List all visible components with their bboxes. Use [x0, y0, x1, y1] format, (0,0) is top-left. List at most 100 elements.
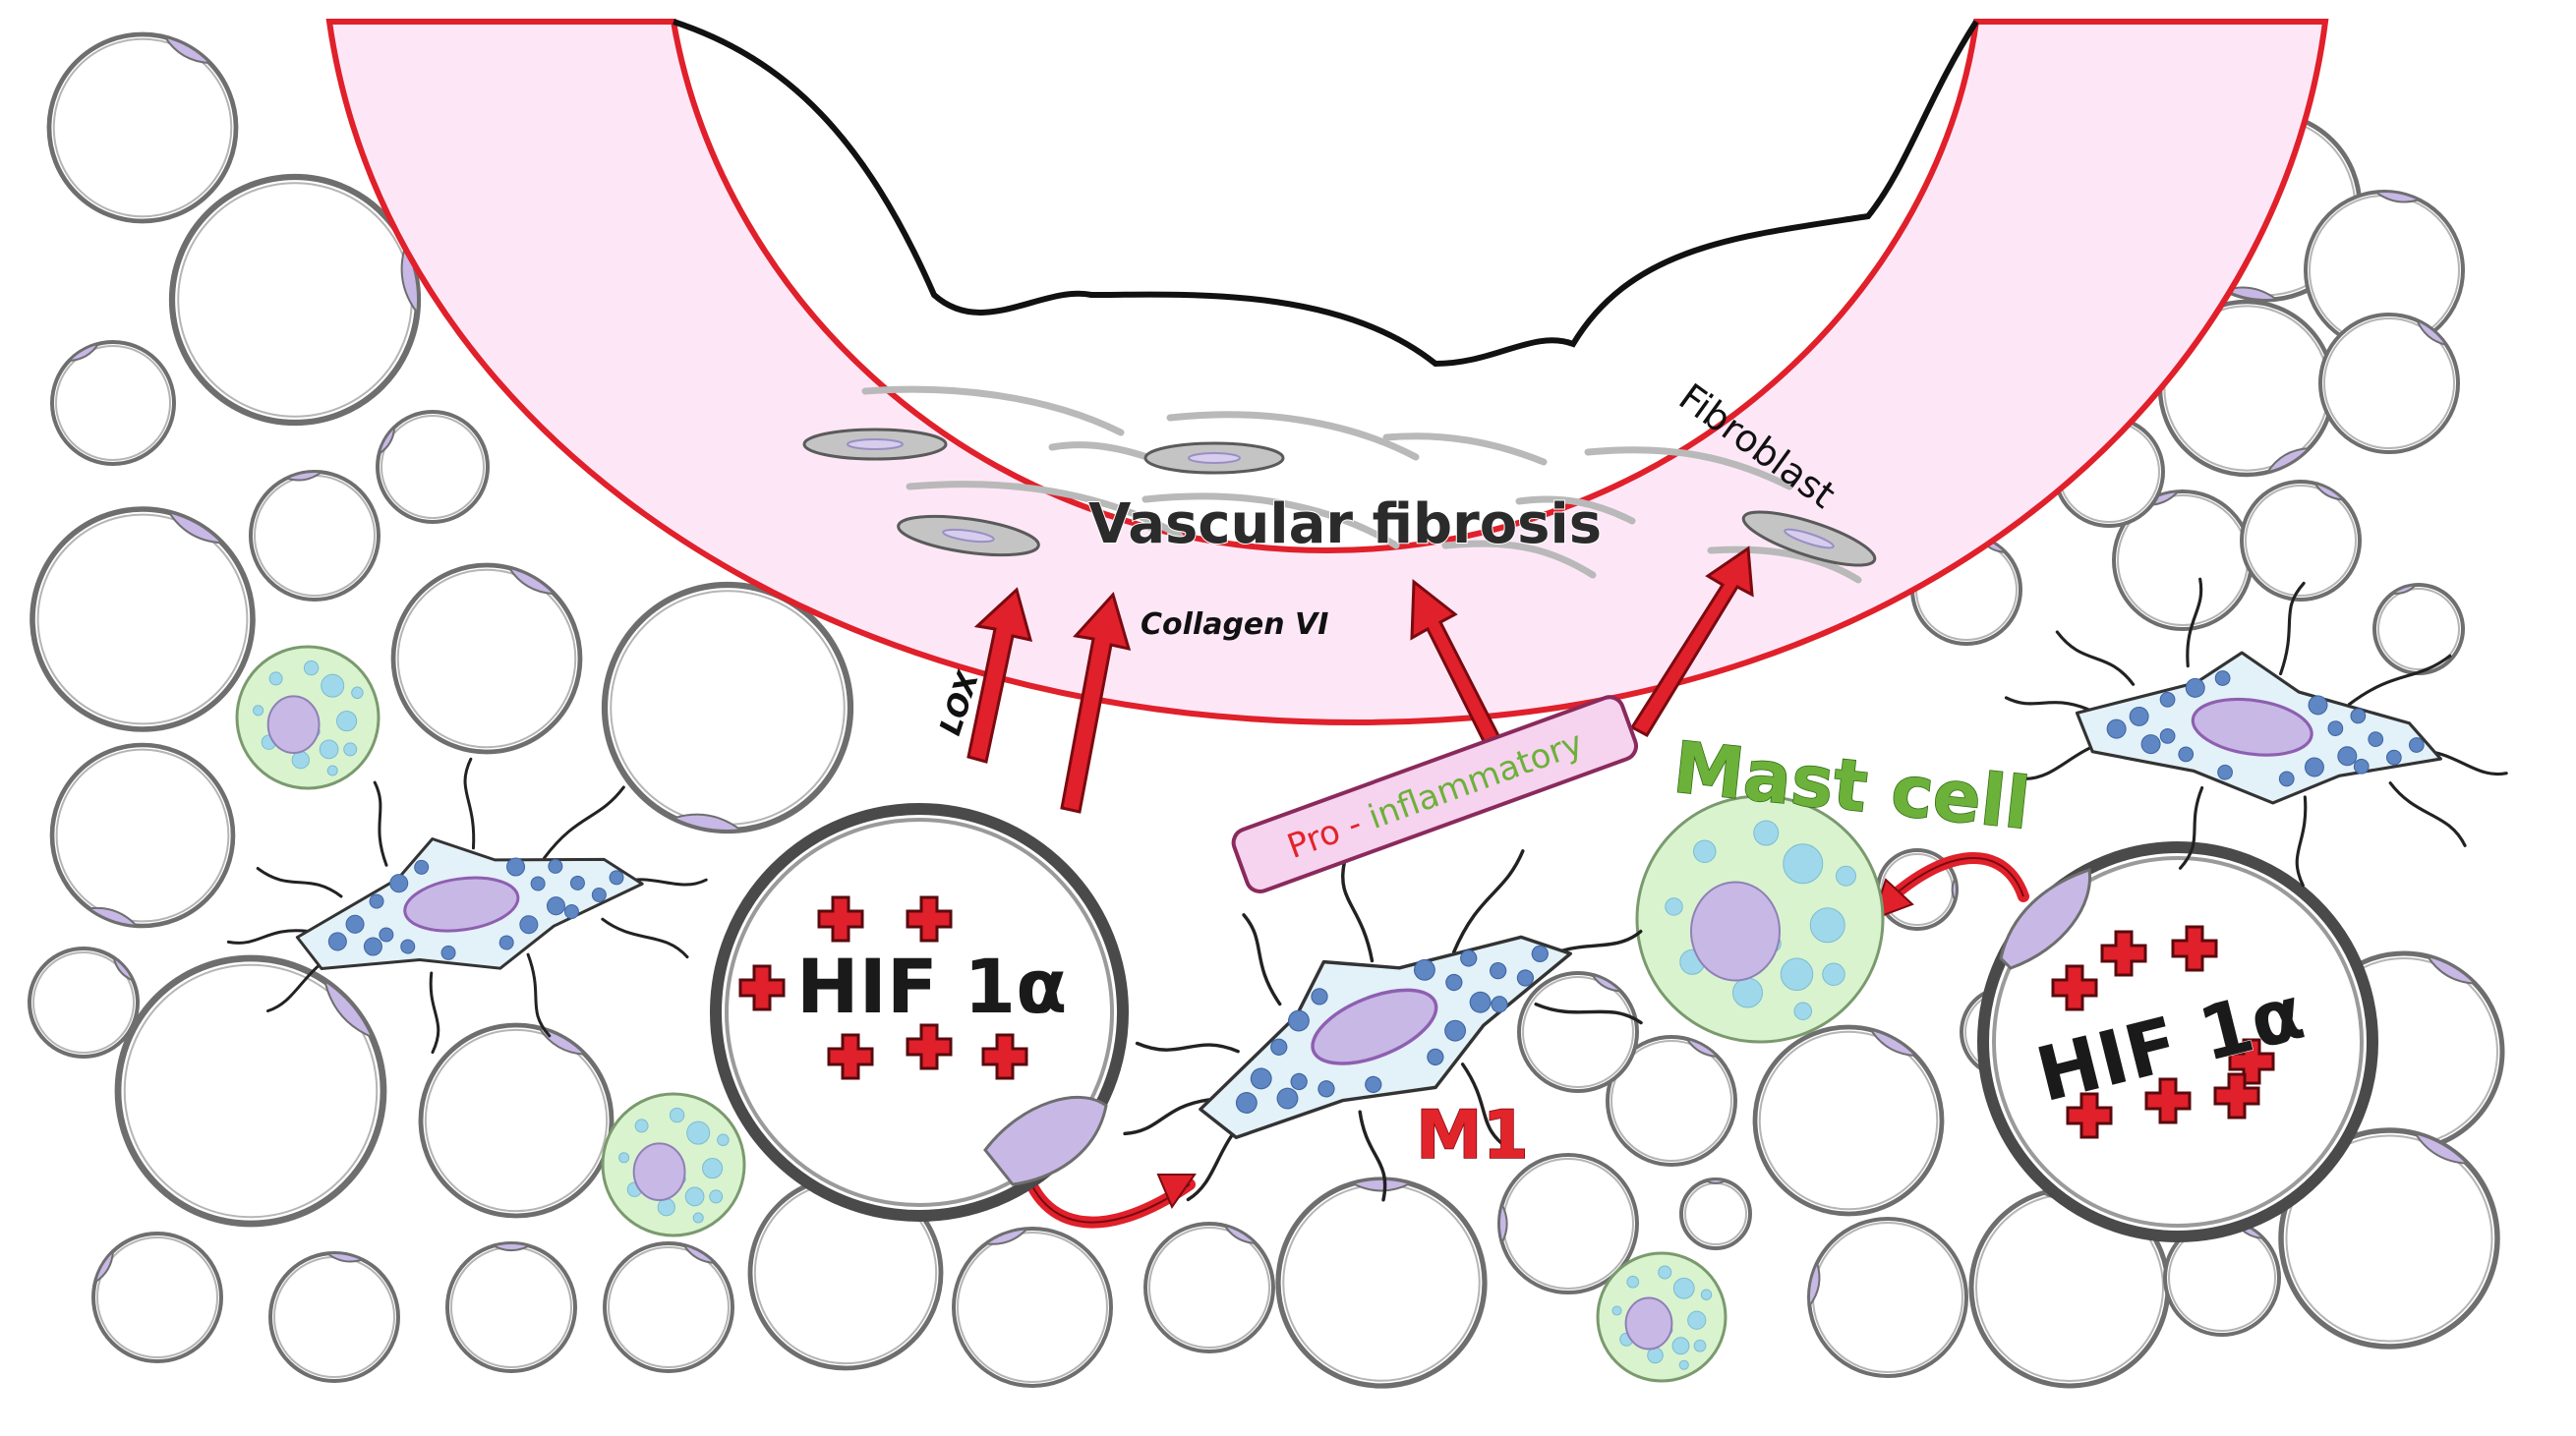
- nucleus: [1703, 1178, 1728, 1184]
- lox-arrow: [966, 587, 1033, 764]
- nucleus: [491, 1241, 532, 1252]
- adipocyte: [376, 410, 490, 524]
- nucleus: [1868, 1028, 1918, 1058]
- nucleus: [2389, 583, 2419, 595]
- adipocyte: [1606, 1035, 1737, 1167]
- adipocyte: [390, 562, 583, 755]
- adipocyte: [1517, 971, 1639, 1093]
- nucleus: [112, 955, 136, 983]
- nucleus: [1222, 1224, 1259, 1245]
- plus-sign: [2144, 1077, 2192, 1124]
- nucleus: [2265, 446, 2312, 474]
- nucleus: [1951, 876, 1958, 903]
- macrophage: [1123, 849, 1643, 1202]
- nucleus: [1624, 1296, 1673, 1350]
- nucleus: [1311, 988, 1438, 1065]
- collagen-vi-arrow: [1060, 592, 1132, 814]
- nucleus: [378, 425, 396, 456]
- adipocyte: [2240, 480, 2362, 602]
- adipocyte: [168, 173, 422, 427]
- nucleus: [2413, 1131, 2470, 1165]
- plus-sign: [2100, 930, 2147, 977]
- adipocyte: [603, 1241, 734, 1373]
- nucleus: [322, 978, 375, 1040]
- adipocyte: [445, 1241, 577, 1373]
- nucleus: [2372, 191, 2422, 203]
- plus-sign-group: [738, 895, 2275, 1139]
- arrows: [966, 546, 1754, 814]
- adipocyte: [418, 1022, 615, 1219]
- plus-sign: [906, 1023, 953, 1070]
- adipocyte: [29, 506, 256, 732]
- plus-sign: [827, 1033, 874, 1080]
- elastic-lamina: [673, 19, 1979, 368]
- blood-vessel: [325, 19, 2329, 726]
- plus-sign: [738, 964, 786, 1011]
- nucleus: [87, 906, 140, 927]
- adipocyte: [1807, 1217, 1968, 1378]
- macrophage: [226, 757, 708, 1055]
- macrophage: [2004, 577, 2508, 888]
- adipocyte-group: [28, 31, 2505, 1389]
- plus-sign: [2051, 964, 2098, 1011]
- nucleus: [1590, 973, 1623, 993]
- hif-adipocyte-right: [1977, 841, 2378, 1242]
- adipocyte: [601, 581, 854, 834]
- nucleus: [2425, 954, 2478, 985]
- nucleus: [166, 510, 225, 545]
- plus-sign: [817, 895, 864, 943]
- adipocyte: [268, 1251, 400, 1383]
- adipocyte: [28, 947, 140, 1059]
- adipocyte: [50, 340, 176, 466]
- nucleus: [1690, 881, 1781, 982]
- adipocyte: [952, 1227, 1113, 1388]
- nucleus: [2191, 697, 2313, 757]
- svg-text:Pro - inflammatory: Pro - inflammatory: [1282, 723, 1588, 867]
- nucleus: [1808, 1260, 1821, 1309]
- nucleus: [66, 342, 101, 363]
- pro-inflammatory-arrow-2: [1629, 546, 1754, 737]
- plus-sign: [2066, 1092, 2113, 1139]
- adipocyte: [249, 470, 381, 602]
- nucleus: [2415, 318, 2449, 347]
- adipocyte: [1752, 1024, 1945, 1217]
- mast-cell: [235, 645, 381, 790]
- nucleus: [983, 1095, 1108, 1186]
- adipocyte: [2157, 299, 2336, 478]
- adipocyte: [2318, 313, 2460, 454]
- nucleus: [1999, 868, 2092, 970]
- pro-inflammatory-arrow-1: [1410, 578, 1512, 765]
- curved-arrowhead-1: [1156, 1174, 1197, 1210]
- adipocyte: [1275, 1177, 1488, 1389]
- adipocyte: [1679, 1178, 1752, 1250]
- mast-cell: [1635, 794, 1885, 1044]
- nucleus: [162, 35, 212, 65]
- adipocyte: [1497, 1153, 1639, 1294]
- m1-label: M1: [1416, 1097, 1529, 1175]
- mast-cell: [601, 1092, 746, 1237]
- adipocyte: [49, 742, 236, 929]
- nucleus: [403, 876, 520, 933]
- mast-cell: [1596, 1251, 1727, 1383]
- adipocyte: [2372, 583, 2465, 675]
- plus-sign: [981, 1033, 1028, 1080]
- nucleus: [671, 813, 743, 832]
- mast-cell-group: [235, 645, 1885, 1383]
- nucleus: [537, 1026, 588, 1056]
- nucleus: [2313, 482, 2346, 501]
- nucleus: [93, 1248, 115, 1285]
- collagen-vi-label: Collagen VI: [1141, 607, 1328, 642]
- vascular-fibrosis-label: Vascular fibrosis: [1088, 492, 1602, 556]
- nucleus: [681, 1243, 718, 1265]
- nucleus: [632, 1142, 686, 1201]
- adipocyte: [1143, 1222, 1275, 1353]
- plus-sign: [2228, 1038, 2275, 1085]
- plus-sign: [906, 895, 953, 943]
- nucleus: [324, 1252, 366, 1263]
- nucleus: [506, 566, 556, 596]
- nucleus: [1498, 1201, 1508, 1246]
- macrophage-group: [226, 577, 2508, 1202]
- nucleus: [283, 471, 324, 482]
